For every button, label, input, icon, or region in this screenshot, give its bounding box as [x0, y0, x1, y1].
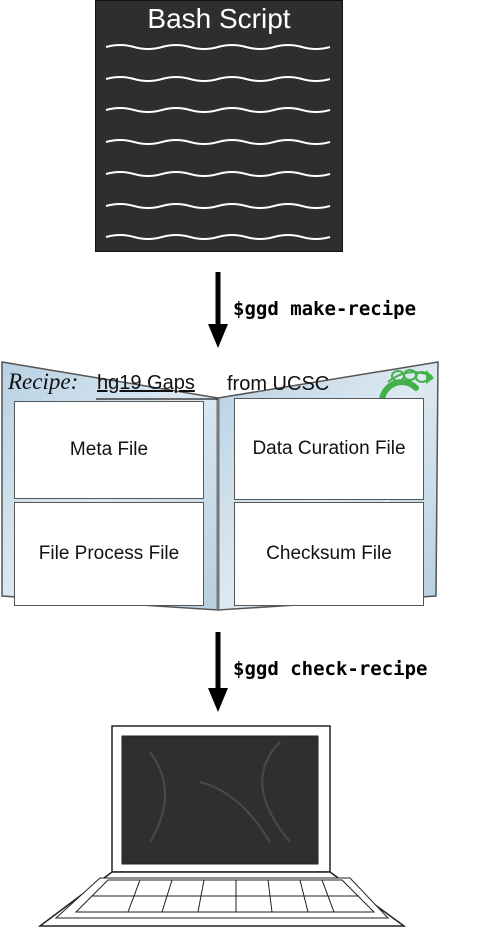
arrow-down-icon: [208, 632, 228, 712]
laptop-icon: [37, 725, 407, 927]
make-recipe-command: $ggd make-recipe: [233, 298, 417, 320]
bash-script-panel: Bash Script: [95, 0, 343, 252]
checksum-file-label: Checksum File: [266, 543, 392, 564]
check-recipe-command: $ggd check-recipe: [233, 658, 428, 680]
arrow-down-icon: [208, 272, 228, 348]
checksum-file-box: Checksum File: [234, 502, 424, 606]
data-curation-file-label: Data Curation File: [252, 438, 406, 459]
data-curation-file-box: Data Curation File: [234, 398, 424, 500]
bash-script-title: Bash Script: [147, 3, 291, 34]
recipe-source: from UCSC: [227, 373, 330, 395]
file-process-file-box: File Process File: [14, 502, 204, 606]
meta-file-label: Meta File: [69, 439, 149, 460]
recipe-name: hg19 Gaps: [97, 372, 195, 394]
recipe-label: Recipe:: [8, 369, 79, 394]
script-lines-decoration: [105, 44, 331, 240]
meta-file-box: Meta File: [14, 401, 204, 499]
file-process-file-label: File Process File: [38, 543, 180, 564]
